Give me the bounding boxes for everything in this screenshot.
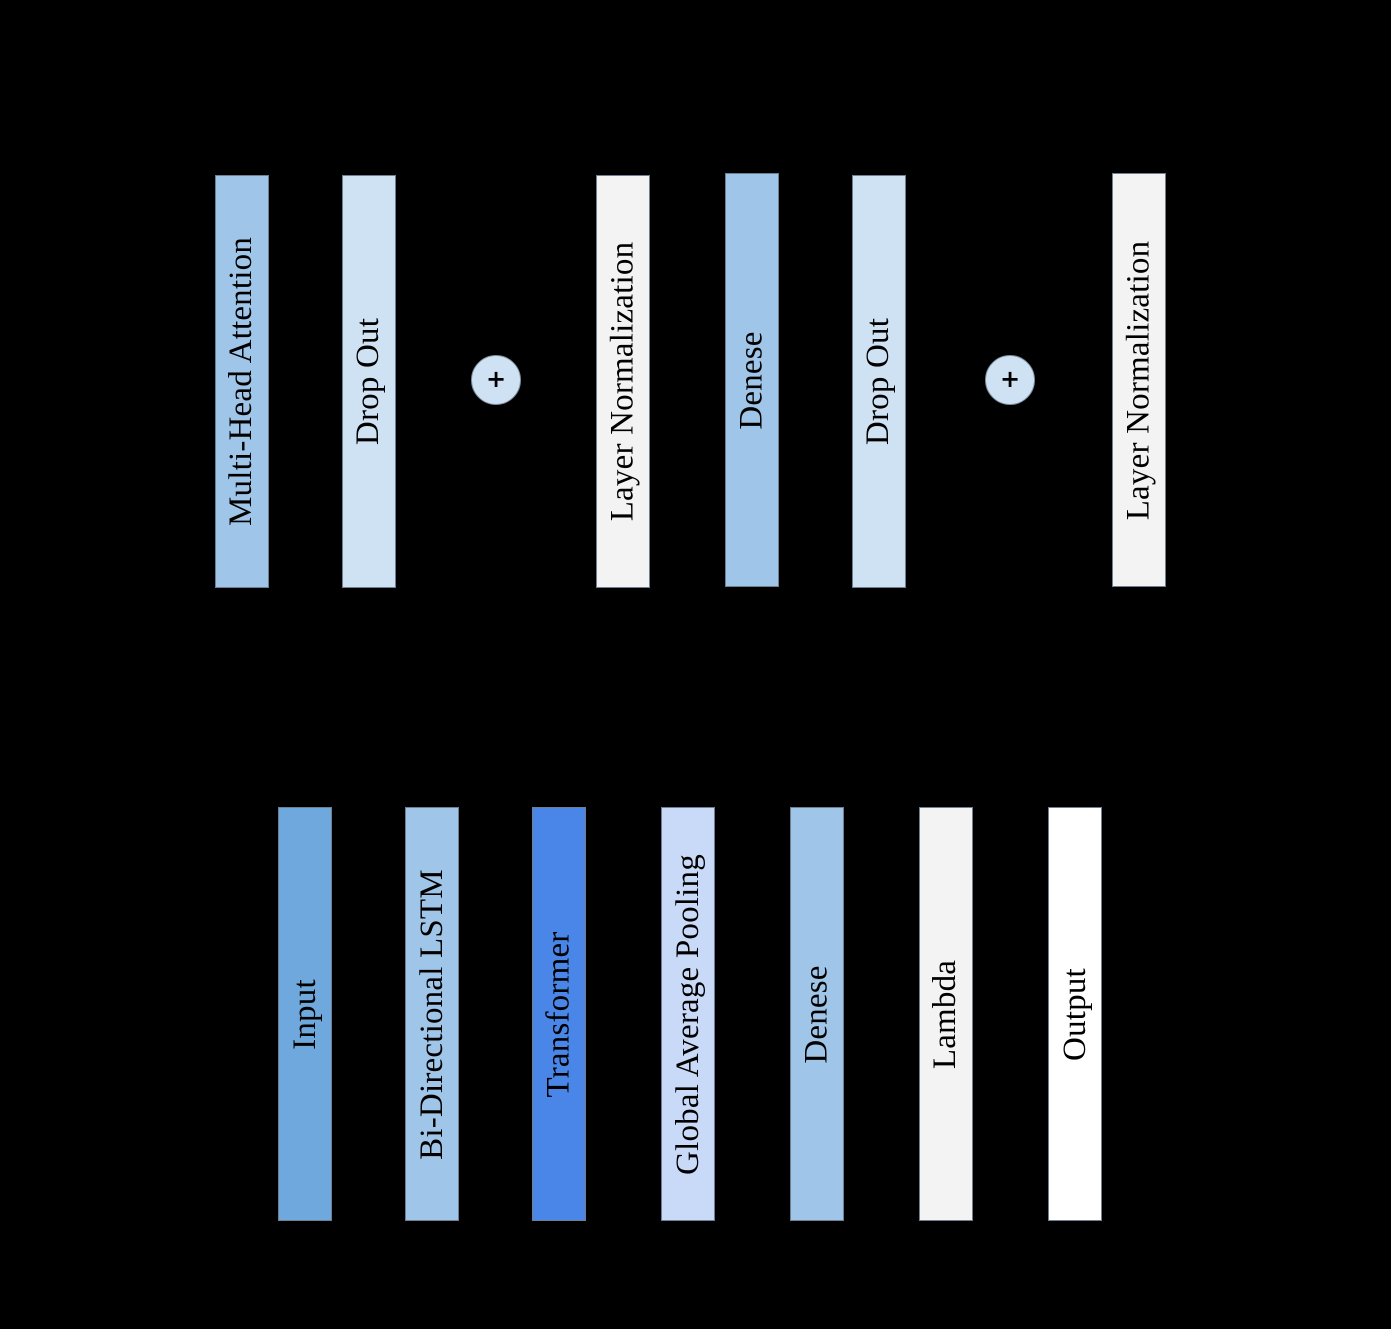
layer-normalization-block-2: Layer Normalization [1112,173,1166,587]
lambda-label: Lambda [927,959,964,1069]
dense-block-2: Denese [790,807,844,1221]
transformer-block: Transformer [532,807,586,1221]
bidirectional-lstm-label: Bi-Directional LSTM [413,868,450,1160]
bidirectional-lstm-block: Bi-Directional LSTM [405,807,459,1221]
dropout-label-1: Drop Out [350,317,387,446]
layer-normalization-label-2: Layer Normalization [1120,240,1157,520]
plus-icon: + [485,365,507,393]
layer-normalization-block-1: Layer Normalization [596,175,650,588]
input-label: Input [286,978,323,1050]
transformer-label: Transformer [540,931,577,1097]
dropout-block-1: Drop Out [342,175,396,588]
dense-label-1: Denese [733,330,770,430]
dense-label-2: Denese [798,964,835,1064]
add-node-1: + [471,355,521,405]
dense-block-1: Denese [725,173,779,587]
add-node-2: + [985,355,1035,405]
global-average-pooling-label: Global Average Pooling [669,853,706,1175]
global-average-pooling-block: Global Average Pooling [661,807,715,1221]
layer-normalization-label-1: Layer Normalization [604,241,641,522]
output-block: Output [1048,807,1102,1221]
input-block: Input [278,807,332,1221]
multi-head-attention-block: Multi-Head Attention [215,175,269,588]
transformer-block-row: Multi-Head Attention Drop Out + Layer No… [0,0,1391,600]
plus-icon: + [999,365,1021,393]
lambda-block: Lambda [919,807,973,1221]
multi-head-attention-label: Multi-Head Attention [223,236,260,527]
dropout-block-2: Drop Out [852,175,906,588]
dropout-label-2: Drop Out [860,317,897,446]
output-label: Output [1056,967,1093,1061]
